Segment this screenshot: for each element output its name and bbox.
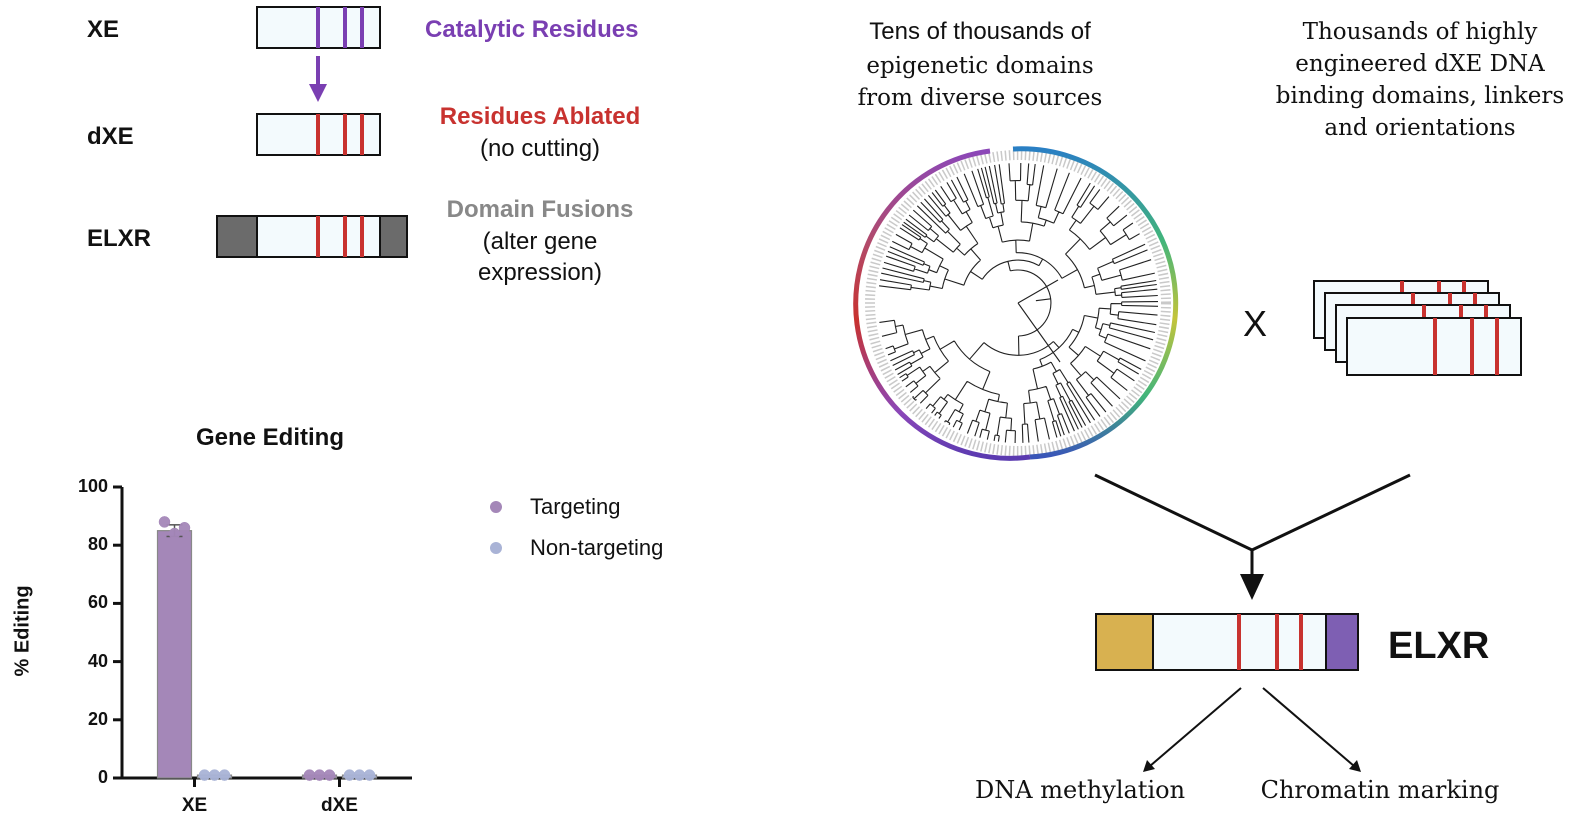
y-tick-label: 0 xyxy=(97,767,108,787)
output-chromatin-marking: Chromatin marking xyxy=(1260,776,1500,804)
y-tick-label: 60 xyxy=(87,592,108,613)
phylogenetic-tree xyxy=(853,146,1179,461)
data-point xyxy=(323,769,336,781)
caption-line: epigenetic domains xyxy=(866,53,1094,79)
elxr-final-label: ELXR xyxy=(1388,625,1490,667)
chart-title: Gene Editing xyxy=(195,424,344,451)
elxr-label: ELXR xyxy=(87,225,152,252)
legend-marker-non-targeting xyxy=(490,542,502,554)
output-dna-methylation: DNA methylation xyxy=(975,776,1186,804)
chart-y-axis-label: % Editing xyxy=(11,585,34,677)
data-point xyxy=(363,769,376,781)
fusion-domain-right xyxy=(379,215,408,258)
legend-label-non-targeting: Non-targeting xyxy=(530,535,664,560)
alter-gene-label: (alter gene xyxy=(482,228,598,255)
gene-editing-chart xyxy=(113,485,412,787)
catalytic-residues-label: Catalytic Residues xyxy=(425,16,639,43)
expression-label: expression) xyxy=(477,259,603,286)
data-point xyxy=(313,769,326,781)
domain-fusions-label: Domain Fusions xyxy=(446,196,634,223)
caption-line: binding domains, linkers xyxy=(1275,83,1565,109)
y-tick-label: 100 xyxy=(77,476,108,496)
data-point xyxy=(208,769,221,781)
data-point xyxy=(218,769,231,781)
epigenetic-domain-block xyxy=(1095,613,1154,671)
data-point xyxy=(178,521,191,534)
output-arrows xyxy=(1143,687,1361,772)
dxe-binding-domain-stack xyxy=(1313,280,1522,376)
xe-label: XE xyxy=(87,16,120,43)
caption-line: Thousands of highly xyxy=(1302,19,1538,45)
dxe-label: dXE xyxy=(87,123,134,150)
caption-line: from diverse sources xyxy=(857,85,1103,111)
residues-ablated-label: Residues Ablated xyxy=(439,103,641,130)
tree-clade-arc-right xyxy=(1012,146,1179,460)
data-point xyxy=(168,527,181,540)
xe-construct-box xyxy=(256,6,381,49)
elxr-final-construct xyxy=(1095,613,1359,671)
data-point xyxy=(343,769,356,781)
tree-clade-arc-left xyxy=(853,148,1031,461)
no-cutting-label: (no cutting) xyxy=(479,135,601,162)
epigenetic-domains-caption-rest: epigenetic domains from diverse sources xyxy=(830,50,1130,114)
y-tick-label: 20 xyxy=(87,708,108,729)
data-point xyxy=(198,769,211,781)
data-point xyxy=(158,516,171,528)
epigenetic-domains-caption: Tens of thousands of xyxy=(830,16,1130,48)
legend-label-targeting: Targeting xyxy=(530,494,621,519)
data-point xyxy=(303,769,316,781)
tree-leaf-ring xyxy=(865,150,1171,456)
convergence-arrow xyxy=(1094,473,1411,600)
bar-targeting-xe xyxy=(156,530,193,779)
multiply-symbol: X xyxy=(1243,303,1268,344)
y-tick-label: 80 xyxy=(87,534,108,555)
xe-to-dxe-arrow xyxy=(309,56,327,102)
dxe-construct-box xyxy=(256,113,381,156)
caption-line: Tens of thousands of xyxy=(869,18,1091,45)
x-tick-label: XE xyxy=(181,795,208,816)
legend-marker-targeting xyxy=(490,501,502,513)
caption-line: and orientations xyxy=(1324,115,1516,141)
caption-line: engineered dXE DNA xyxy=(1295,51,1545,77)
fusion-domain-left xyxy=(216,215,258,258)
elxr-construct-box xyxy=(216,215,408,258)
y-tick-label: 40 xyxy=(87,650,108,671)
binding-domains-caption: Thousands of highly engineered dXE DNA b… xyxy=(1268,16,1572,144)
fusion-domain-block xyxy=(1325,613,1359,671)
x-tick-label: dXE xyxy=(321,795,358,816)
data-point xyxy=(353,769,366,781)
